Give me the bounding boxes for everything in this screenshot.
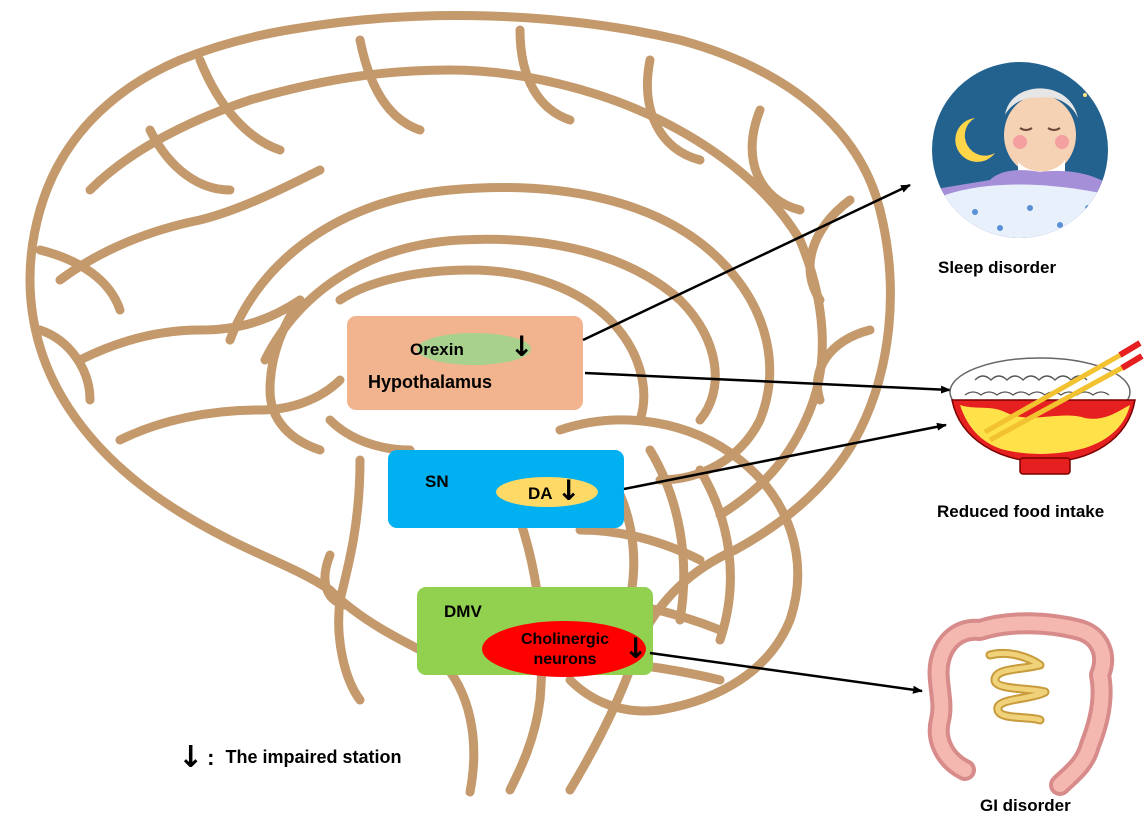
legend-separator: :: [207, 745, 214, 770]
intestine-icon: [939, 623, 1104, 785]
reduced-food-intake-label: Reduced food intake: [937, 502, 1104, 522]
sn-label: SN: [425, 472, 449, 492]
legend-text: The impaired station: [225, 747, 401, 767]
legend: ↓: The impaired station: [178, 740, 402, 775]
cholinergic-neurons-label: Cholinergic neurons: [506, 630, 624, 670]
sleep-disorder-label: Sleep disorder: [938, 258, 1056, 278]
da-down-arrow: ↓: [557, 474, 580, 507]
dmv-label: DMV: [444, 602, 482, 622]
sleeping-elderly-person-icon: [930, 62, 1110, 240]
hypothalamus-label: Hypothalamus: [368, 372, 492, 393]
da-label: DA: [528, 484, 553, 504]
rice-bowl-icon: [950, 343, 1142, 474]
orexin-down-arrow: ↓: [510, 330, 533, 363]
legend-down-arrow: ↓: [178, 740, 203, 775]
arrow-to-food-2: [624, 425, 946, 489]
orexin-label: Orexin: [410, 340, 464, 360]
gi-disorder-label: GI disorder: [980, 796, 1071, 816]
cholinergic-down-arrow: ↓: [624, 632, 647, 665]
